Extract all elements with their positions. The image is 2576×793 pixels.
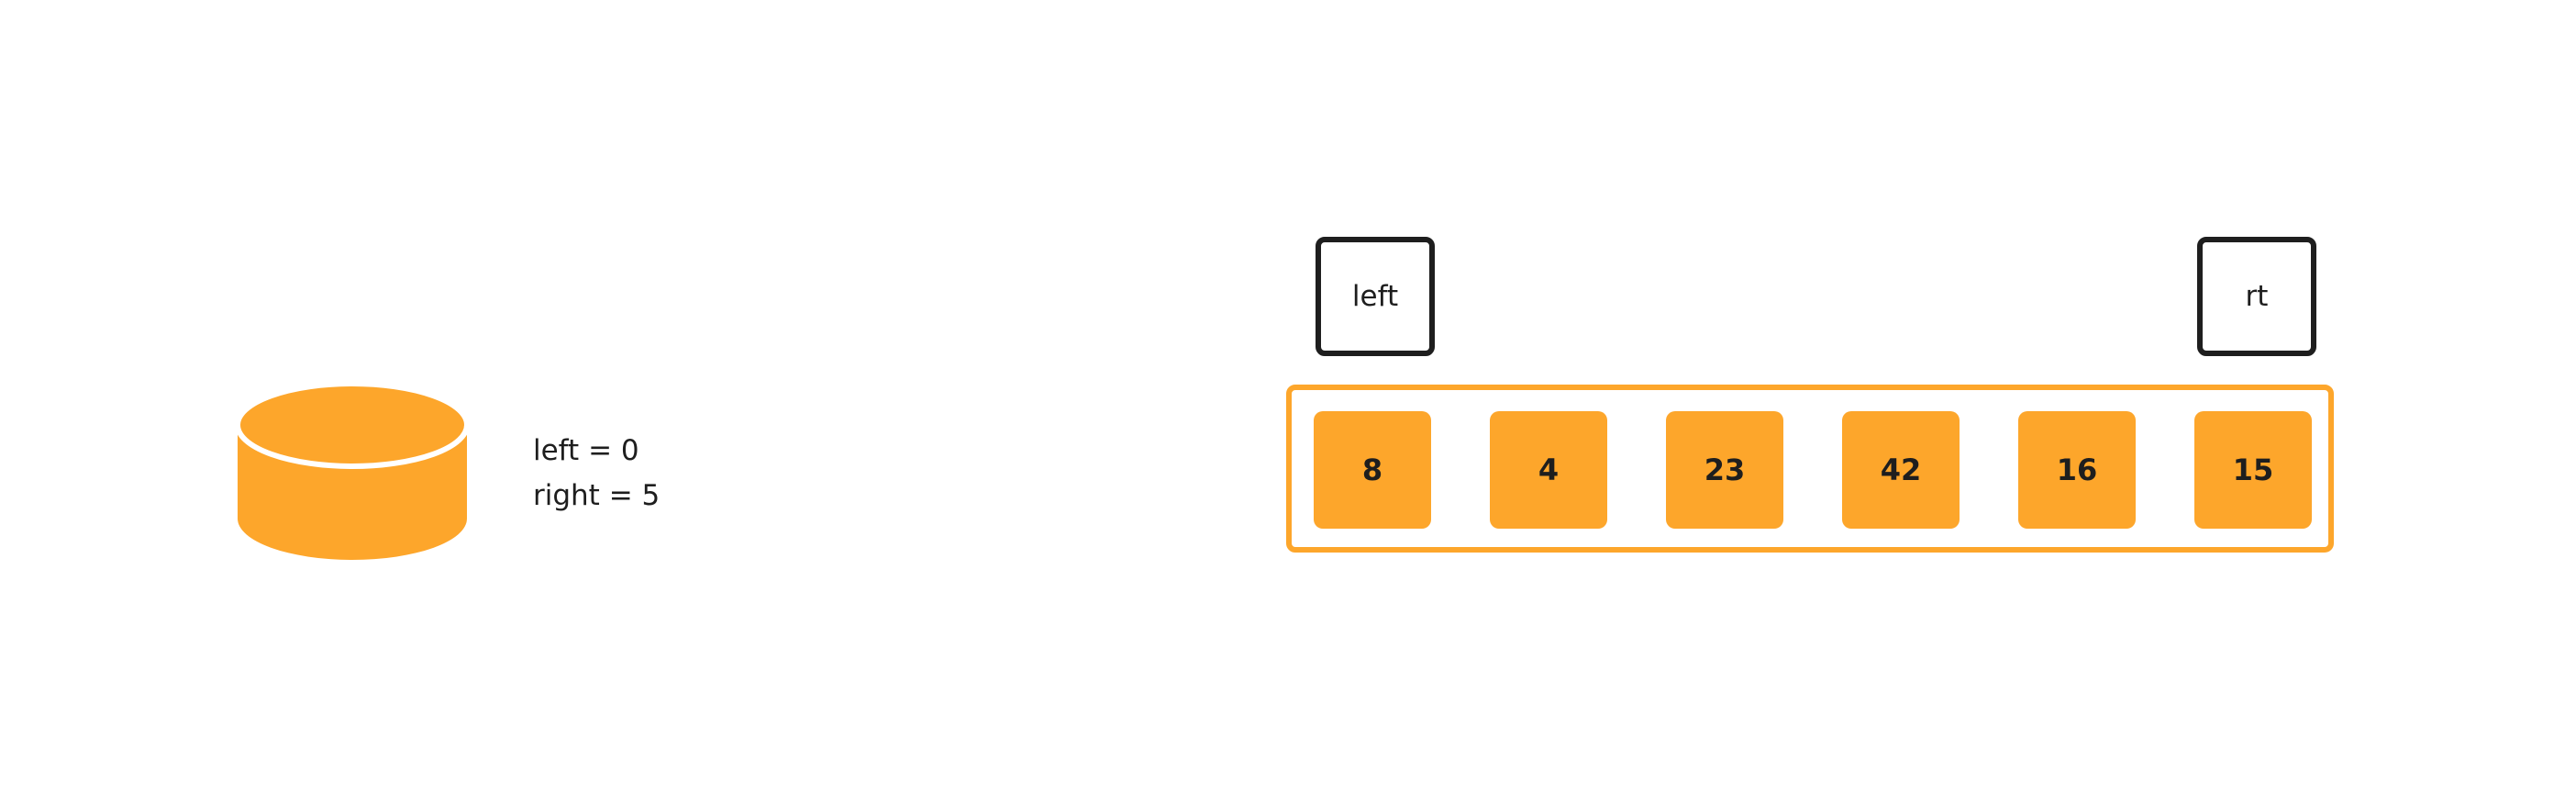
array-cell-value: 8 <box>1361 452 1383 487</box>
array-cell-1: 4 <box>1490 411 1607 529</box>
array-cell-3: 42 <box>1842 411 1960 529</box>
state-panel: left = 0 right = 5 <box>235 381 694 560</box>
array-cell-value: 4 <box>1538 452 1560 487</box>
array-cell-5: 15 <box>2194 411 2312 529</box>
left-variable: left = 0 <box>533 434 639 467</box>
right-pointer-label: rt <box>2245 280 2269 313</box>
right-pointer-box: rt <box>2197 237 2316 356</box>
left-pointer-label: left <box>1351 280 1399 313</box>
array-cell-2: 23 <box>1666 411 1783 529</box>
left-pointer-box: left <box>1316 237 1435 356</box>
right-variable: right = 5 <box>533 479 661 512</box>
array-cell-value: 15 <box>2232 452 2274 487</box>
array-cell-value: 42 <box>1880 452 1922 487</box>
array-cell-4: 16 <box>2018 411 2136 529</box>
variable-readout: left = 0 right = 5 <box>533 429 660 519</box>
array-cell-value: 16 <box>2056 452 2098 487</box>
database-icon <box>235 381 470 560</box>
array-cell-0: 8 <box>1314 411 1431 529</box>
array-cell-value: 23 <box>1704 452 1746 487</box>
array-frame <box>1286 385 2334 553</box>
